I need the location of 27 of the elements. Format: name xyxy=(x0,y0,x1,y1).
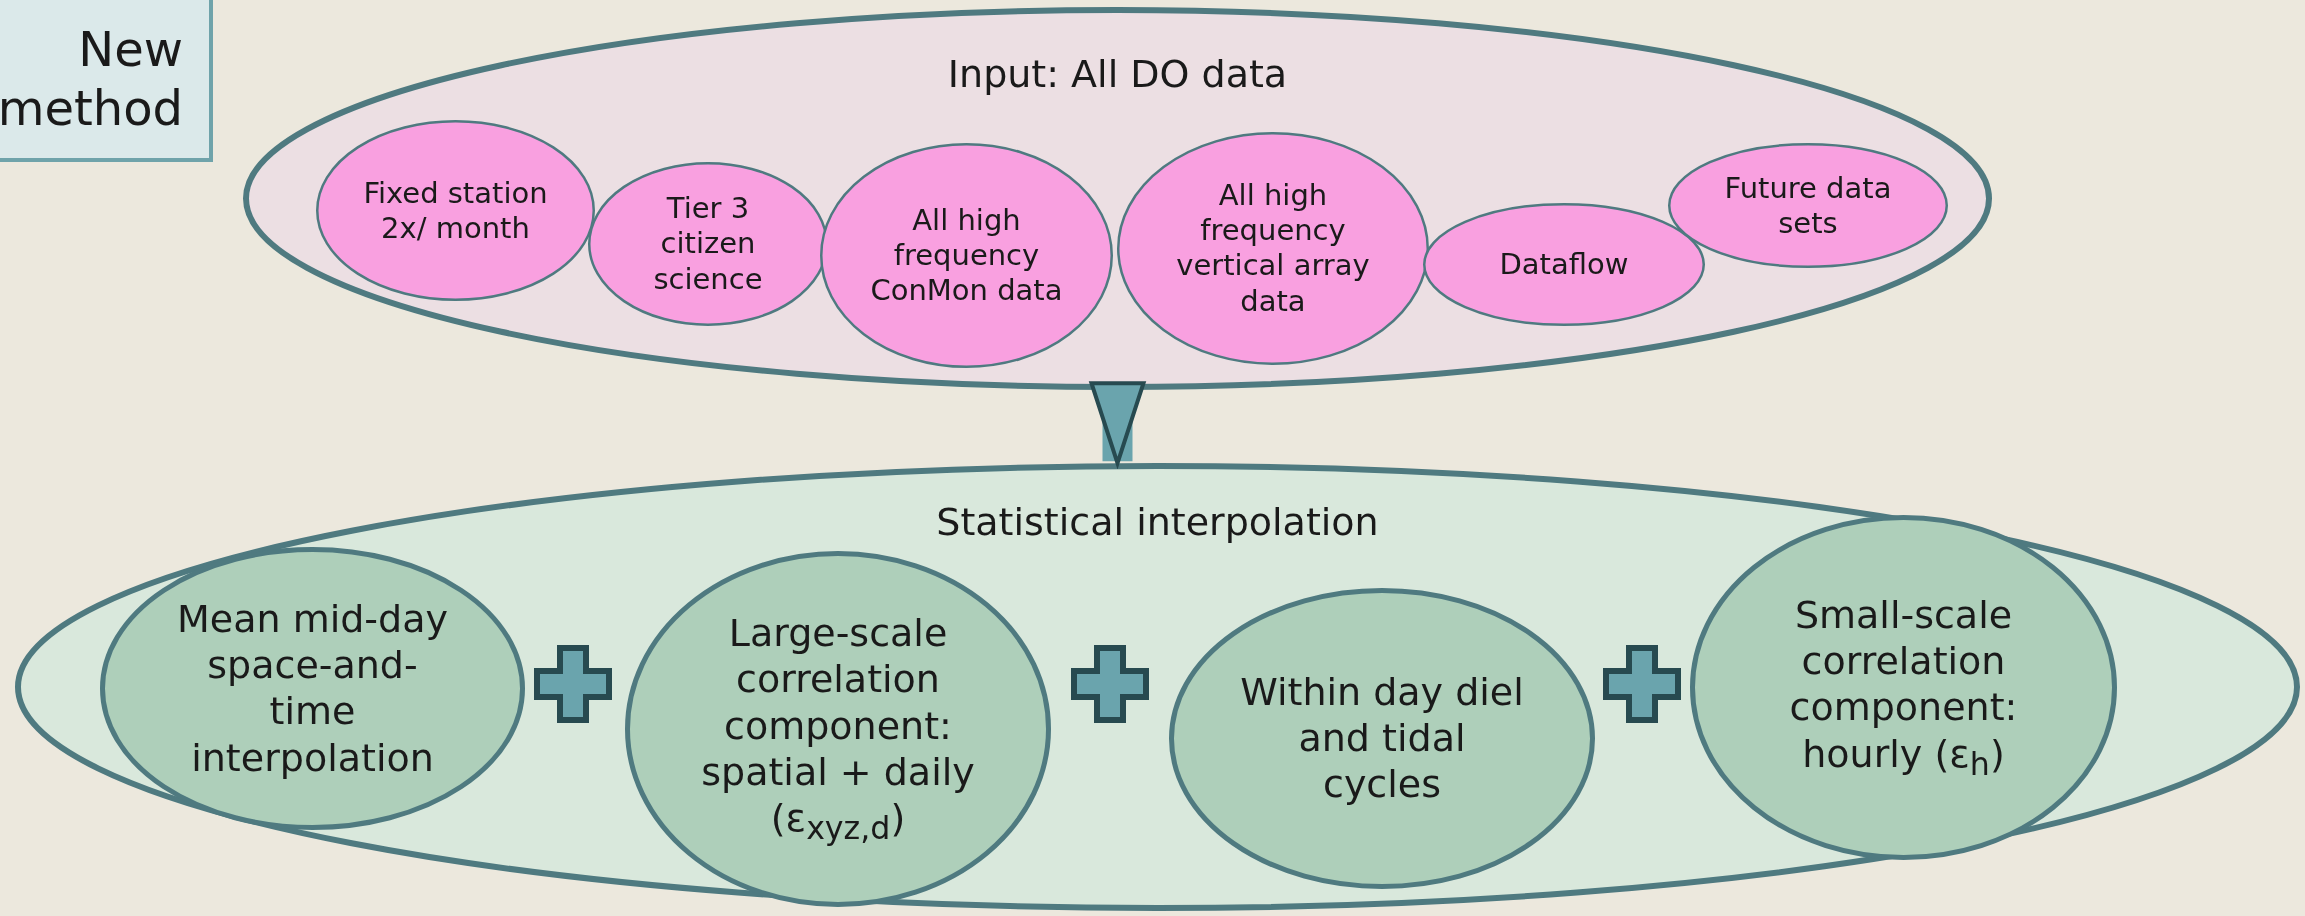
ellipse-label: Small-scale correlation component: hourly (ε$_{h}$) xyxy=(1788,591,2019,784)
data-ellipse xyxy=(588,162,828,326)
ellipse-label: All high frequency ConMon data xyxy=(869,202,1064,309)
ellipse-label: Mean mid-day space-and-time interpolation xyxy=(176,595,449,782)
group-title: Input: All DO data xyxy=(947,51,1288,98)
ellipse-label: Within day diel and tidal cycles xyxy=(1239,668,1525,809)
component-ellipse xyxy=(625,551,1051,907)
component-ellipse xyxy=(1169,588,1595,889)
data-ellipse xyxy=(1668,143,1948,268)
block-arrow xyxy=(1089,381,1146,466)
box-label: New method xyxy=(0,20,183,138)
ellipse-label: Tier 3 citizen science xyxy=(652,190,764,298)
ellipse-label: Future data sets xyxy=(1723,170,1893,241)
ellipse-label: Fixed station 2x/ month xyxy=(362,175,549,246)
ellipse-label: Large-scale correlation component: spatial + daily (ε$_{xyz,d}$) xyxy=(700,609,976,849)
data-ellipse xyxy=(1423,203,1705,326)
group-ellipse xyxy=(243,7,1992,390)
group-title: Statistical interpolation xyxy=(936,499,1379,546)
data-ellipse xyxy=(820,143,1113,368)
method-box xyxy=(0,0,213,162)
ellipse-label: All high frequency vertical array data xyxy=(1175,177,1371,320)
ellipse-label: Dataflow xyxy=(1498,246,1630,283)
component-ellipse xyxy=(1690,515,2117,860)
data-ellipse xyxy=(316,120,595,301)
component-ellipse xyxy=(100,547,525,830)
group-ellipse xyxy=(15,463,2300,911)
data-ellipse xyxy=(1117,132,1429,365)
